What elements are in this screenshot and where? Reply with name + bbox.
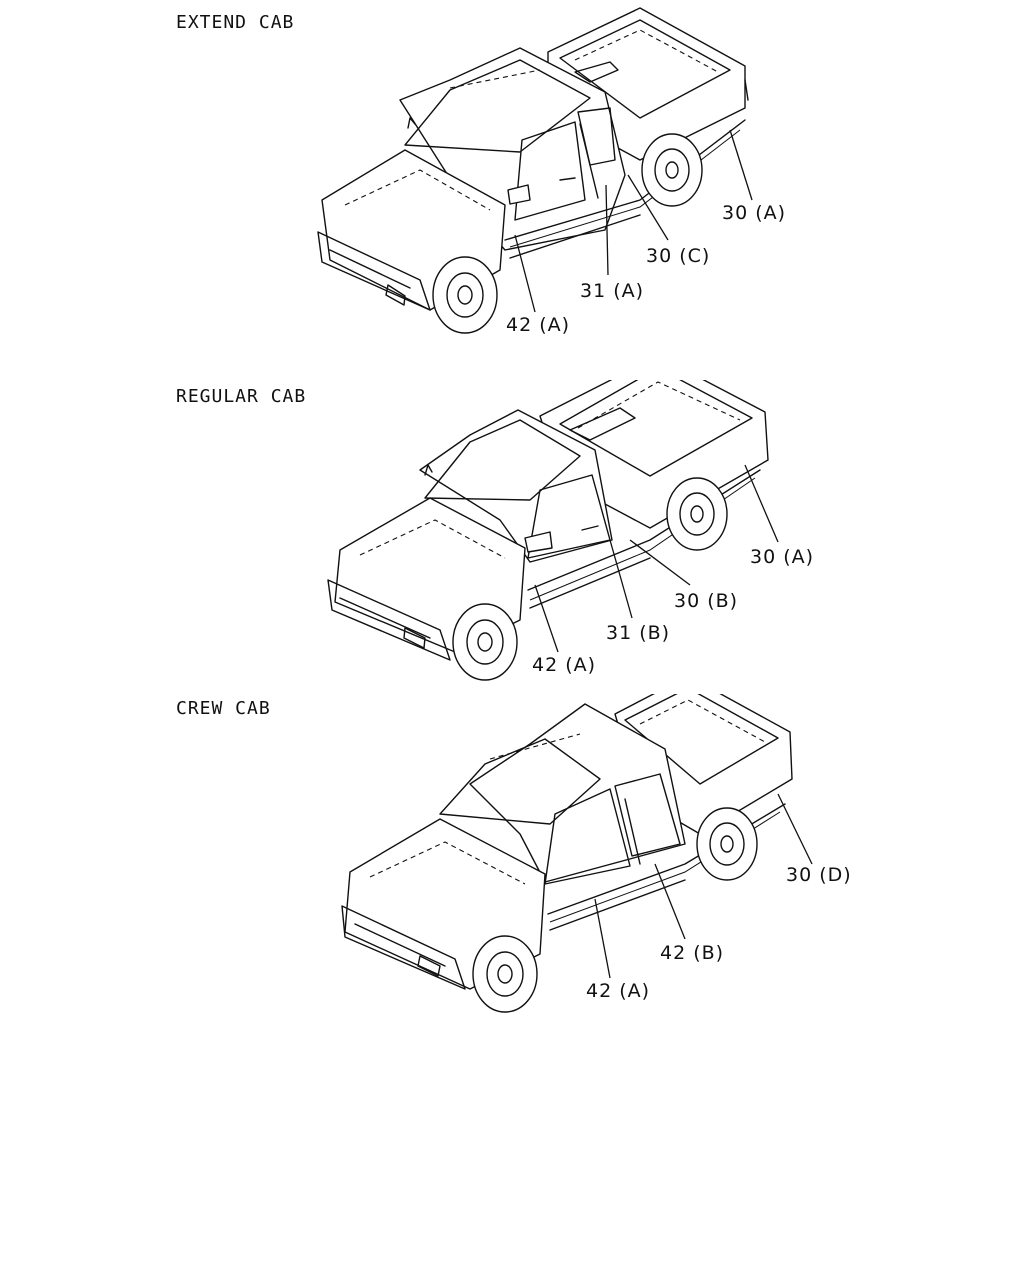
leader-30a — [744, 464, 779, 543]
front-wheel — [452, 603, 518, 681]
truck-cab — [419, 409, 613, 563]
regular-cab-title: REGULAR CAB — [176, 386, 307, 407]
regular-cab-section: REGULAR CAB 30 (A) — [0, 380, 1024, 700]
callout-31b: 31 (B) — [606, 622, 671, 644]
leader-42a — [594, 898, 611, 979]
crew-cab-title: CREW CAB — [176, 698, 271, 719]
front-wheel — [472, 935, 538, 1013]
crew-cab-truck-drawing — [341, 694, 813, 1013]
leader-31a — [605, 184, 609, 276]
regular-cab-truck-drawing — [327, 380, 779, 681]
callout-42a: 42 (A) — [586, 980, 651, 1002]
callout-30a: 30 (A) — [722, 202, 787, 224]
callout-30a: 30 (A) — [750, 546, 815, 568]
extend-cab-section: EXTEND CAB — [0, 0, 1024, 360]
callout-30b: 30 (B) — [674, 590, 739, 612]
extend-cab-title: EXTEND CAB — [176, 12, 295, 33]
leader-42b — [654, 863, 686, 940]
rear-wheel — [666, 477, 728, 551]
callout-42a: 42 (A) — [532, 654, 597, 676]
rear-wheel — [641, 133, 703, 207]
leader-30d — [777, 793, 813, 865]
leader-30b — [629, 539, 691, 586]
callout-30c: 30 (C) — [646, 245, 711, 267]
callout-42a: 42 (A) — [506, 314, 571, 336]
leader-42a — [534, 584, 559, 653]
rear-wheel — [696, 807, 758, 881]
leader-30c — [627, 174, 669, 241]
extend-cab-truck-drawing — [317, 7, 753, 334]
leader-30a — [729, 129, 753, 201]
callout-42b: 42 (B) — [660, 942, 725, 964]
callout-30d: 30 (D) — [786, 864, 852, 886]
leader-31b — [609, 539, 633, 619]
leader-42a — [514, 234, 536, 313]
callout-31a: 31 (A) — [580, 280, 645, 302]
crew-cab-section: CREW CAB 30 (D) 42 (B) 42 — [0, 694, 1024, 1024]
front-wheel — [432, 256, 498, 334]
